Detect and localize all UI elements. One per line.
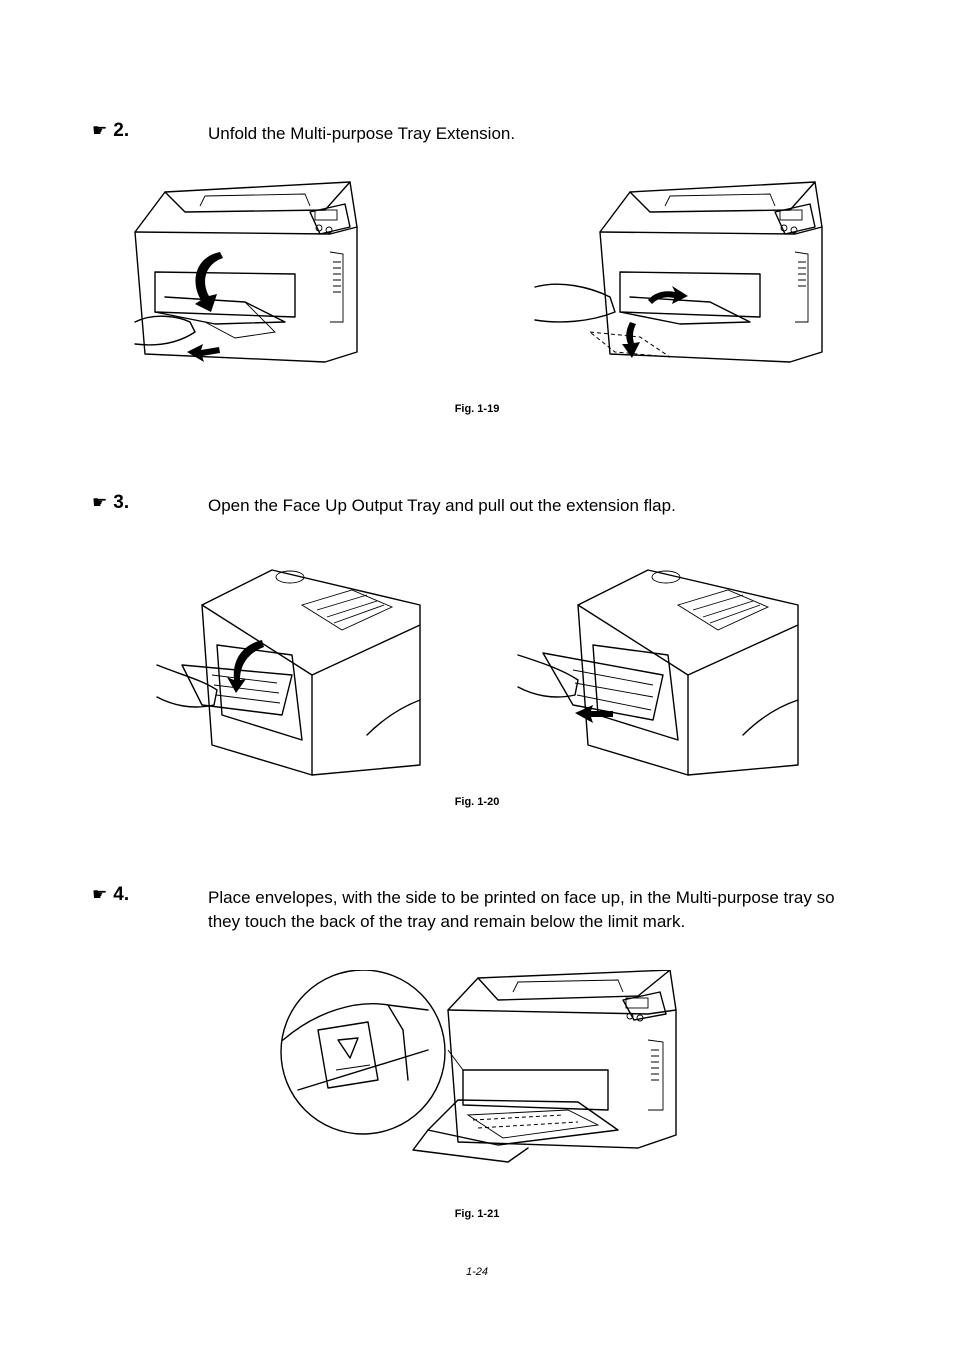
figure-caption-1-21: Fig. 1-21 xyxy=(454,1208,500,1220)
figure-caption-1-19: Fig. 1-19 xyxy=(454,403,500,415)
step-4-text: Place envelopes, with the side to be pri… xyxy=(208,888,835,931)
step-3-number-block: ☛ 3. xyxy=(92,492,129,514)
pointing-hand-icon: ☛ xyxy=(92,493,108,512)
pointing-hand-icon: ☛ xyxy=(92,121,108,140)
pointing-hand-icon: ☛ xyxy=(92,885,108,904)
printer-illustration-faceup-tray-2 xyxy=(513,565,803,780)
page-number: 1-24 xyxy=(465,1266,489,1278)
printer-illustration-tray-unfold-1 xyxy=(125,172,365,372)
step-2-text: Unfold the Multi-purpose Tray Extension. xyxy=(208,124,516,143)
step-4-number: 4. xyxy=(113,884,130,905)
printer-illustration-tray-unfold-2 xyxy=(530,172,830,372)
step-2-number-block: ☛ 2. xyxy=(92,120,129,142)
step-4-number-block: ☛ 4. xyxy=(92,884,129,906)
printer-illustration-faceup-tray-1 xyxy=(152,565,424,780)
step-2-number: 2. xyxy=(113,120,130,141)
step-3-number: 3. xyxy=(113,492,130,513)
figure-caption-1-20: Fig. 1-20 xyxy=(454,796,500,808)
step-3-text: Open the Face Up Output Tray and pull ou… xyxy=(208,496,676,515)
printer-illustration-envelopes xyxy=(278,970,678,1175)
